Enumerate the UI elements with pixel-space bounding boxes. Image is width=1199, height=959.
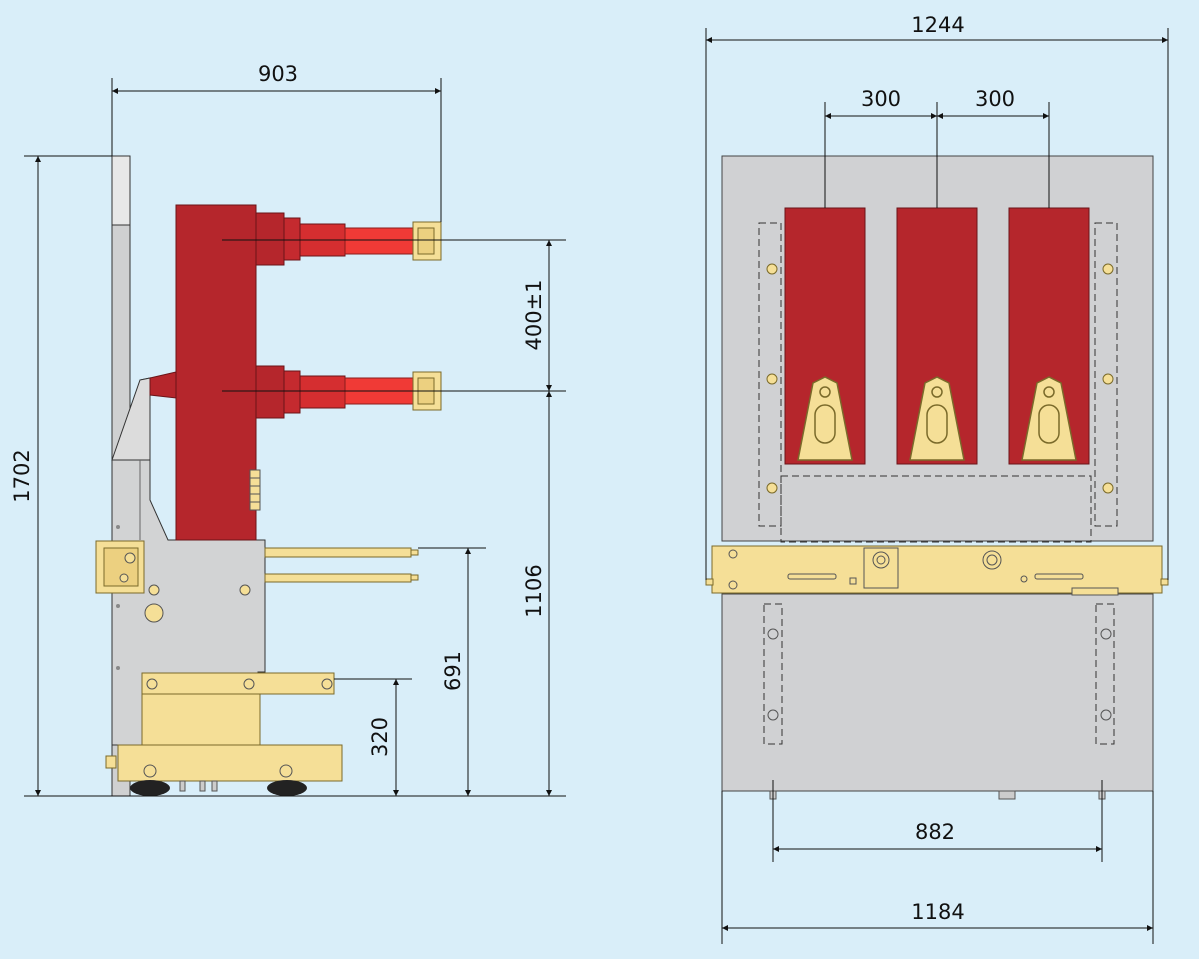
lower-rail — [264, 573, 412, 583]
frame-hub — [144, 603, 164, 623]
dim-300-left: 300 — [861, 87, 901, 111]
phase-pole-left — [784, 207, 866, 465]
insulator-neck — [149, 371, 177, 399]
front-view-labels: 1244 300 300 882 1184 — [861, 13, 1015, 924]
truck-wheel — [130, 780, 170, 796]
upper-rail — [264, 547, 412, 558]
lower-bushing — [255, 365, 442, 419]
lower-rail-tip — [410, 574, 419, 581]
lower-bolts — [767, 628, 1112, 721]
rivet — [116, 666, 120, 670]
upper-bushing — [255, 212, 442, 266]
dim-691: 691 — [441, 651, 465, 691]
front-view-dimensions — [705, 28, 1169, 944]
dim-1244: 1244 — [911, 13, 964, 37]
dim-1184: 1184 — [911, 900, 964, 924]
hidden-outlines — [758, 222, 1118, 745]
dim-1702: 1702 — [10, 449, 34, 502]
upper-rail-tip — [410, 549, 419, 556]
phase-pole-right — [1008, 207, 1090, 465]
lever-pin — [124, 552, 136, 564]
beam-end-right — [1160, 578, 1169, 586]
frame-bolt — [239, 584, 251, 596]
panel-feet — [769, 790, 1106, 800]
dim-320: 320 — [368, 717, 392, 757]
withdrawable-truck — [105, 672, 343, 792]
dim-300-right: 300 — [975, 87, 1015, 111]
dim-903: 903 — [258, 62, 298, 86]
panel-bolts — [766, 263, 1114, 494]
dim-882: 882 — [915, 820, 955, 844]
front-view — [705, 155, 1169, 800]
phase-pole-middle — [896, 207, 978, 465]
truck-wheel — [267, 780, 307, 796]
lever-pin — [119, 573, 129, 583]
beam-details — [728, 547, 1119, 596]
side-view-labels: 903 1702 400±1 1106 691 320 — [10, 62, 546, 757]
dim-400: 400±1 — [522, 279, 546, 350]
dim-1106: 1106 — [522, 564, 546, 617]
rivet — [116, 525, 120, 529]
pole-insulator — [175, 204, 257, 541]
rivet — [116, 604, 120, 608]
beam-end-left — [705, 578, 714, 586]
lower-panel — [721, 593, 1154, 792]
side-view-dimensions — [24, 78, 566, 796]
spring-coils — [250, 477, 260, 503]
cross-beam — [711, 545, 1163, 594]
side-view — [24, 155, 566, 797]
frame-bolt — [148, 584, 160, 596]
spring-detail — [249, 469, 261, 511]
